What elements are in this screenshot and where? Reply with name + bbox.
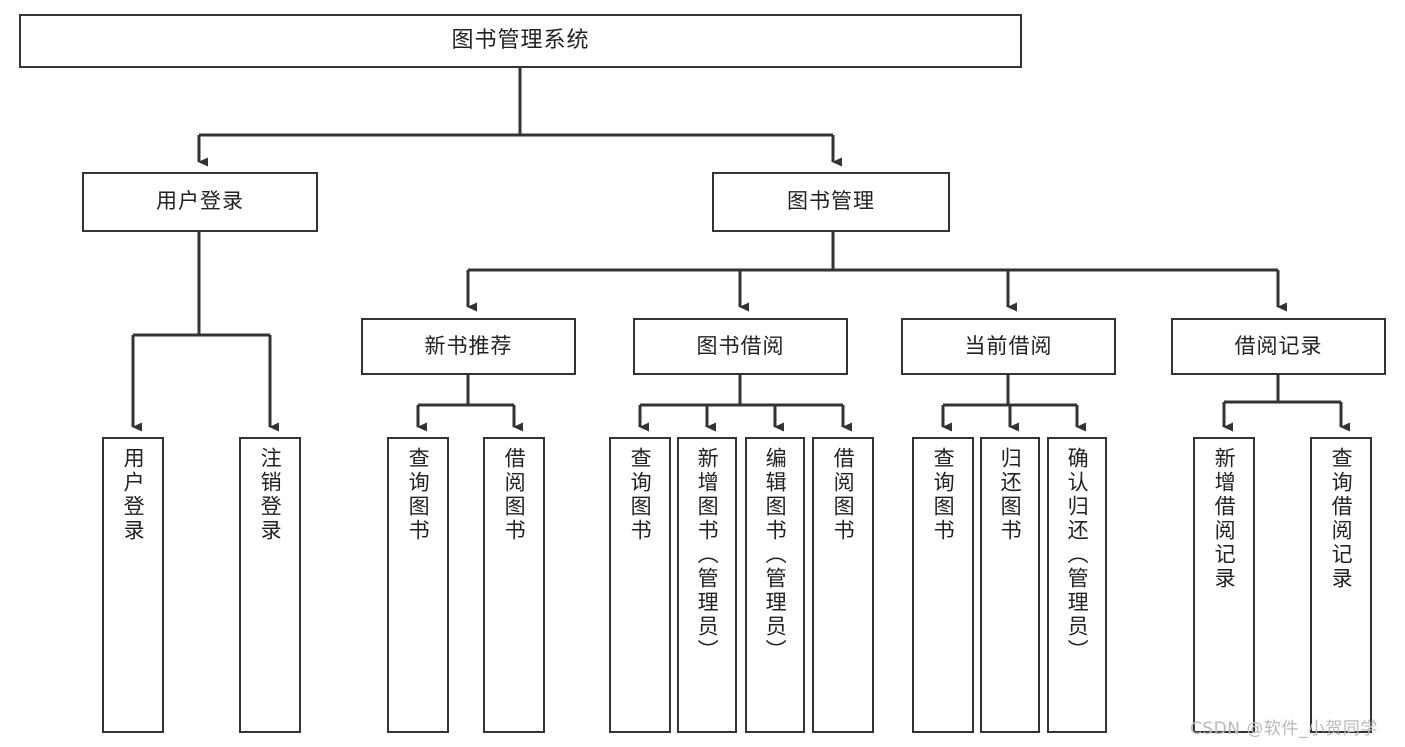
node-leaf-return-book[interactable]: 归还图书: [980, 437, 1040, 733]
node-new-book-recommend[interactable]: 新书推荐: [361, 318, 576, 375]
node-root-system[interactable]: 图书管理系统: [19, 14, 1022, 68]
node-label: 编辑图书（管理员）: [763, 447, 788, 663]
node-leaf-query-book-1[interactable]: 查询图书: [387, 437, 449, 733]
node-label: 新增图书（管理员）: [695, 447, 720, 663]
node-label: 查询借阅记录: [1329, 447, 1354, 591]
node-leaf-query-book-2[interactable]: 查询图书: [609, 437, 671, 733]
node-label: 新增借阅记录: [1212, 447, 1237, 591]
node-borrow-record[interactable]: 借阅记录: [1171, 318, 1386, 375]
node-label: 新书推荐: [424, 333, 513, 358]
node-leaf-edit-book[interactable]: 编辑图书（管理员）: [745, 437, 805, 733]
node-user-login[interactable]: 用户登录: [82, 172, 318, 232]
node-label: 查询图书: [628, 447, 653, 543]
node-label: 用户登录: [121, 447, 146, 543]
node-leaf-confirm-return[interactable]: 确认归还（管理员）: [1047, 437, 1107, 733]
node-label: 图书管理: [787, 189, 875, 214]
node-label: 查询图书: [931, 447, 956, 543]
node-label: 用户登录: [156, 189, 244, 214]
node-label: 注销登录: [258, 447, 283, 543]
node-leaf-user-login[interactable]: 用户登录: [102, 437, 164, 733]
node-label: 查询图书: [406, 447, 431, 543]
node-leaf-query-record[interactable]: 查询借阅记录: [1310, 437, 1372, 733]
node-leaf-borrow-book-1[interactable]: 借阅图书: [483, 437, 545, 733]
node-label: 当前借阅: [964, 333, 1053, 358]
node-label: 图书管理系统: [451, 27, 590, 53]
node-label: 确认归还（管理员）: [1065, 447, 1090, 663]
csdn-watermark: CSDN @软件_小贺同学: [1190, 719, 1378, 739]
node-leaf-logout-login[interactable]: 注销登录: [239, 437, 301, 733]
node-label: 借阅图书: [502, 447, 527, 543]
node-label: 借阅图书: [831, 447, 856, 543]
node-leaf-borrow-book-2[interactable]: 借阅图书: [812, 437, 874, 733]
node-leaf-add-book[interactable]: 新增图书（管理员）: [677, 437, 737, 733]
node-label: 归还图书: [998, 447, 1023, 543]
node-book-borrow[interactable]: 图书借阅: [633, 318, 848, 375]
node-leaf-add-record[interactable]: 新增借阅记录: [1193, 437, 1255, 733]
node-label: 图书借阅: [696, 333, 785, 358]
node-label: 借阅记录: [1234, 333, 1323, 358]
node-leaf-query-book-3[interactable]: 查询图书: [912, 437, 974, 733]
node-book-management[interactable]: 图书管理: [712, 172, 950, 232]
node-current-borrow[interactable]: 当前借阅: [901, 318, 1116, 375]
